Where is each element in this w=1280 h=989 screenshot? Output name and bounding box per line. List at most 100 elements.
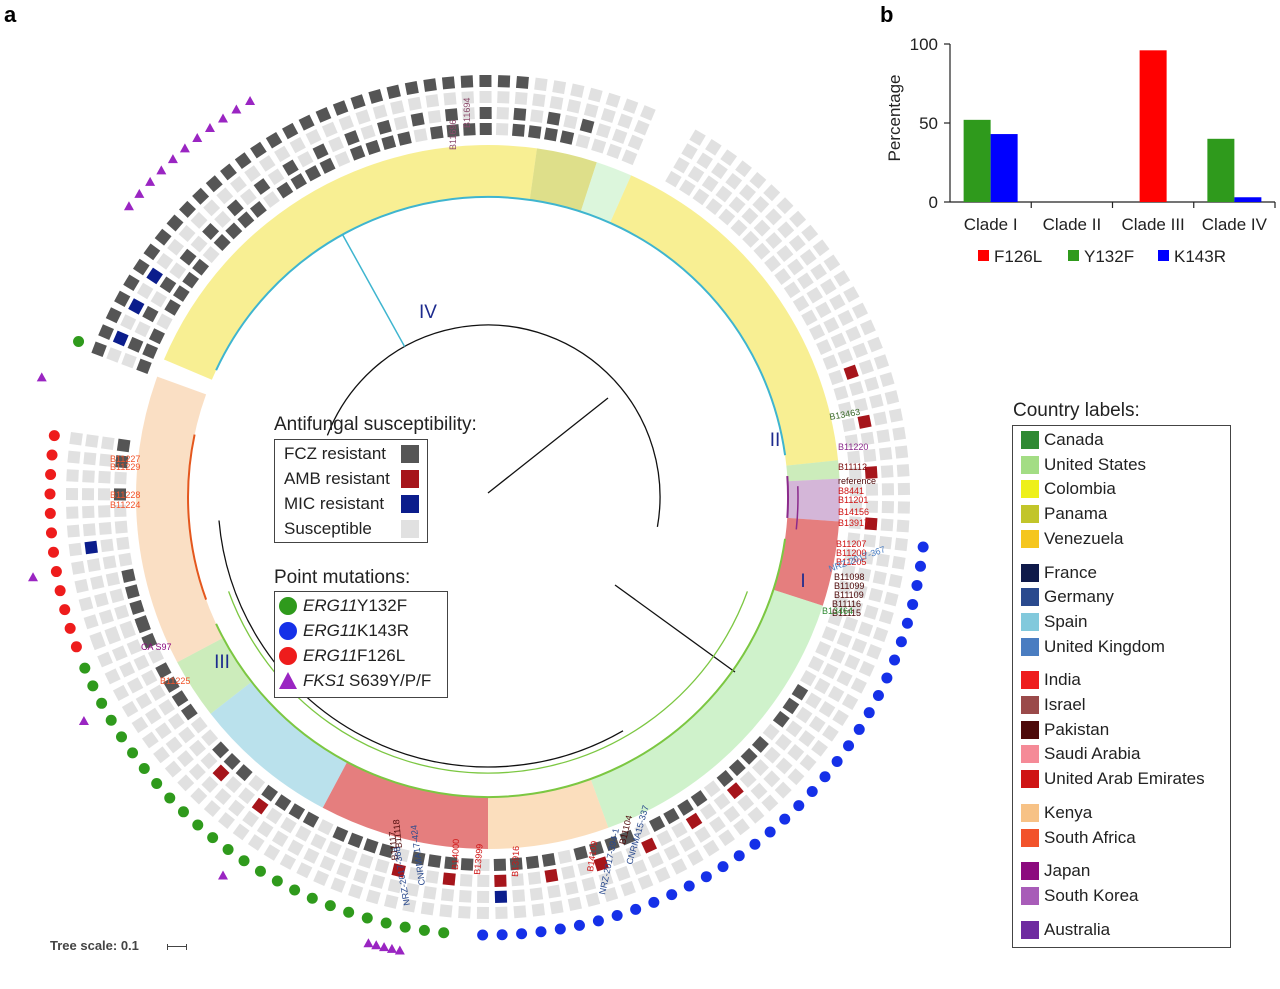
susceptibility-cell [534,77,548,92]
susceptibility-cell [192,258,210,276]
susceptibility-cell [477,858,490,872]
country-legend-swatch [1021,505,1039,524]
susceptibility-cell [430,125,444,140]
mutation-legend-title: Point mutations: [274,567,411,588]
susceptibility-cell [699,803,717,820]
mutation-legend-circle [279,622,297,640]
susceptibility-cell [634,823,651,840]
susceptibility-cell [764,255,782,273]
susceptibility-cell [407,96,422,111]
susceptibility-cell [864,376,880,392]
country-legend-swatch [1021,696,1039,714]
susceptibility-cell [81,488,95,501]
susceptibility-cell [190,716,208,734]
susceptibility-cell [820,278,837,296]
fks1-triangle [134,188,145,198]
susceptibility-cell [102,555,117,570]
susceptibility-cell [112,684,130,702]
susceptibility-cell [265,132,283,149]
susceptibility-cell [842,616,859,632]
susceptibility-cell [179,248,197,266]
susceptibility-cell [190,787,208,805]
mutation-legend-mutation: S639Y/P/F [349,671,432,690]
susceptibility-cell [143,243,161,261]
susceptibility-cell [761,794,779,812]
susceptibility-cell [304,165,322,182]
susceptibility-cell [319,855,336,872]
susceptibility-cell [317,819,334,836]
susceptibility-cell [723,805,741,823]
susceptibility-cell [733,818,750,836]
susceptibility-cell [149,684,166,701]
susceptibility-cell [242,810,260,828]
susceptibility-cell [567,896,582,911]
susceptibility-cell [570,83,585,98]
susceptibility-cell [104,668,121,685]
susceptibility-cell [872,570,887,585]
susceptibility-cell [559,130,575,145]
susceptibility-cell [791,684,809,701]
susceptibility-cell [393,115,409,131]
susceptibility-cell [544,127,558,142]
susceptibility-cell [564,881,579,896]
susceptibility-cell [136,282,154,300]
susceptibility-cell [459,874,473,887]
y-tick-label: 100 [910,35,938,54]
susceptibility-cell [250,141,267,159]
mutation-dot [222,844,234,856]
mutation-dot [343,906,355,918]
susceptibility-cell [866,644,882,660]
susceptibility-cell [105,307,122,324]
susceptibility-cell [265,807,283,825]
fks1-triangle [145,176,156,186]
susceptibility-cell [166,214,184,232]
y-tick-label: 0 [929,193,938,212]
tip-label-band-segment [136,376,224,663]
fks1-triangle [394,945,405,955]
mutation-dot [44,507,56,519]
susceptibility-cell [408,867,423,882]
susceptibility-cell [248,774,266,792]
susceptibility-cell [663,844,680,861]
susceptibility-cell [833,385,849,401]
susceptibility-cell [557,849,572,865]
fks1-triangle [123,201,134,211]
susceptibility-cell [128,298,145,315]
susceptibility-cell [180,703,198,721]
susceptibility-cell [822,354,839,370]
bar-y132f [1207,138,1235,202]
tip-name: B11696 [448,120,458,150]
susceptibility-cell [878,535,893,550]
mutation-legend-triangle [279,672,297,689]
bar-chart-bars [963,50,1262,202]
susceptibility-legend-title: Antifungal susceptibility: [274,414,477,435]
mutation-dot [438,927,450,939]
susceptibility-cell [797,272,814,290]
susceptibility-cell [812,239,830,257]
fks1-triangle [28,572,39,582]
susceptibility-cell [896,464,910,477]
susceptibility-cell [458,906,471,919]
susceptibility-cell [851,302,869,319]
susceptibility-cell [728,196,746,214]
susceptibility-cell [561,865,576,880]
susceptibility-cell [751,735,769,753]
fks1-triangle [218,113,229,123]
mutation-dot [50,566,62,578]
susceptibility-cell [156,313,173,330]
country-legend-swatch [1021,745,1039,764]
susceptibility-cell [818,700,836,718]
susceptibility-cell [444,856,458,870]
susceptibility-cell [347,832,364,849]
tip-name: B11229 [110,462,140,472]
susceptibility-cell [598,871,614,887]
susceptibility-cell [443,92,457,106]
susceptibility-cell [463,123,476,136]
country-legend-swatch [1021,803,1039,822]
susceptibility-cell [203,800,221,818]
susceptibility-cell [822,724,839,742]
susceptibility-cell [577,861,593,876]
susceptibility-cell [154,228,172,246]
mutation-dot [573,919,585,931]
